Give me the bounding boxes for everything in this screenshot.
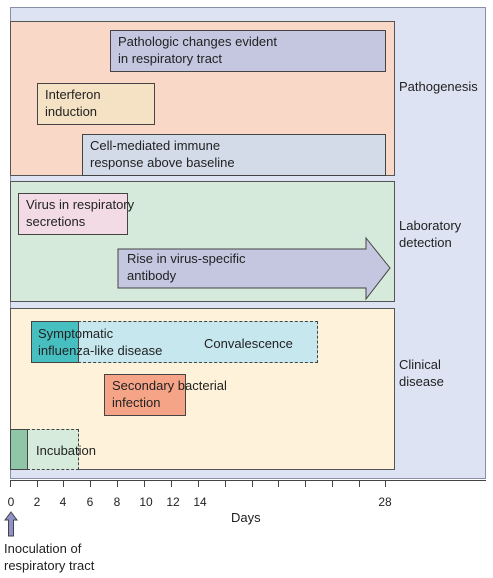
tick-label: 6 (86, 495, 94, 509)
cell-mediated-immune-bar: Cell-mediated immune response above base… (82, 134, 386, 176)
tick-mark (385, 480, 386, 487)
tick-mark (144, 480, 145, 487)
incubation-label: Incubation (36, 443, 96, 458)
antibody-arrow (117, 236, 391, 301)
tick-mark (117, 480, 118, 487)
interferon-induction-bar: Interferon induction (37, 83, 155, 125)
tick-label: 10 (139, 495, 153, 509)
tick-label: 14 (193, 495, 207, 509)
tick-label: 4 (59, 495, 67, 509)
pathogenesis-label: Pathogenesis (399, 79, 478, 94)
x-axis-line (10, 480, 486, 481)
tick-mark (63, 480, 64, 487)
tick-mark (359, 480, 360, 487)
tick-label: 2 (33, 495, 41, 509)
tick-mark (252, 480, 253, 487)
tick-mark (305, 480, 306, 487)
virus-secretions-bar: Virus in respiratory secretions (18, 193, 134, 235)
tick-mark (37, 480, 38, 487)
x-axis-title: Days (231, 510, 261, 525)
symptomatic-bar (31, 321, 79, 363)
antibody-label: Rise in virus-specific antibody (127, 251, 246, 283)
tick-label: 12 (166, 495, 180, 509)
tick-label: 28 (378, 495, 392, 509)
incubation-solid-bar (10, 429, 28, 470)
tick-mark (10, 480, 11, 487)
pathologic-changes-bar: Pathologic changes evident in respirator… (110, 30, 386, 72)
inoculation-label: Inoculation of respiratory tract (4, 541, 95, 573)
laboratory-label: Laboratory detection (399, 218, 462, 250)
tick-mark (198, 480, 199, 487)
tick-label: 0 (7, 495, 15, 509)
inoculation-arrow-icon (4, 511, 18, 537)
tick-mark (90, 480, 91, 487)
tick-label: 8 (113, 495, 121, 509)
tick-mark (278, 480, 279, 487)
incubation-dashed-bar (27, 429, 79, 470)
tick-mark (332, 480, 333, 487)
secondary-infection-bar: Secondary bacterial infection (104, 374, 227, 416)
tick-mark (225, 480, 226, 487)
tick-mark (171, 480, 172, 487)
clinical-label: Clinical disease (399, 357, 444, 389)
symptomatic-label: Symptomatic influenza-like disease (38, 326, 163, 358)
convalescence-label: Convalescence (204, 336, 293, 351)
convalescence-bar (78, 321, 318, 363)
